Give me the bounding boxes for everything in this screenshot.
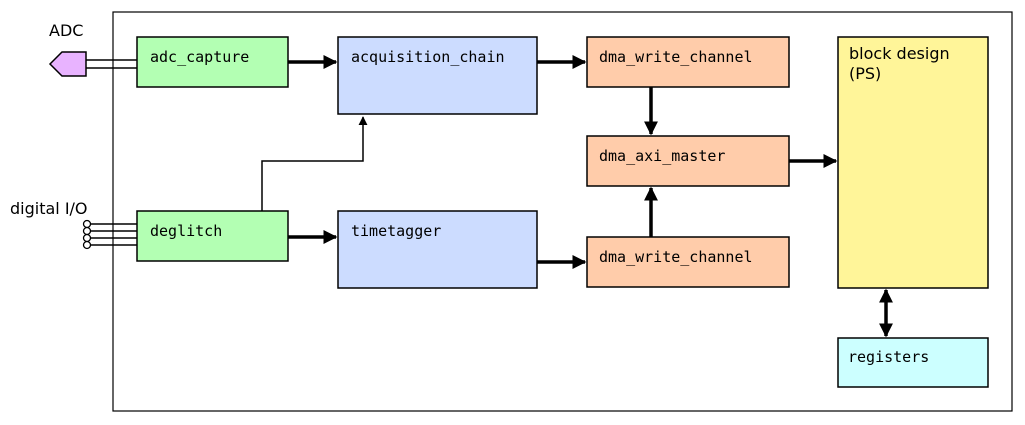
block-deglitch: deglitch (136, 210, 289, 262)
adc-label: ADC (49, 21, 83, 40)
block-adc-capture-label: adc_capture (150, 48, 249, 66)
block-dma-axi-master: dma_axi_master (586, 135, 790, 187)
arrow-deglitch-to-acquisition-chain (261, 116, 368, 211)
block-dma-write-channel-top-label: dma_write_channel (599, 48, 753, 66)
adc-port: ADC (48, 21, 137, 77)
block-acquisition-chain: acquisition_chain (337, 36, 538, 115)
block-design-ps-label-line2: (PS) (849, 64, 881, 83)
block-adc-capture: adc_capture (136, 36, 289, 88)
block-acquisition-chain-label: acquisition_chain (351, 48, 505, 66)
digital-io-label: digital I/O (10, 199, 88, 218)
block-timetagger-label: timetagger (351, 222, 441, 240)
digital-io-pins-icon (82, 219, 137, 250)
block-dma-write-channel-bottom-label: dma_write_channel (599, 248, 753, 266)
block-registers-label: registers (848, 348, 929, 366)
block-registers: registers (837, 337, 989, 388)
block-dma-write-channel-top: dma_write_channel (586, 36, 790, 88)
digital-io-port: digital I/O (10, 199, 137, 250)
adc-port-icon (48, 51, 87, 77)
block-deglitch-label: deglitch (150, 222, 222, 240)
block-timetagger: timetagger (337, 210, 538, 289)
block-dma-axi-master-label: dma_axi_master (599, 147, 725, 165)
block-design-ps-label-line1: block design (849, 44, 950, 63)
block-dma-write-channel-bottom: dma_write_channel (586, 236, 790, 288)
block-design-ps: block design (PS) (837, 36, 989, 289)
